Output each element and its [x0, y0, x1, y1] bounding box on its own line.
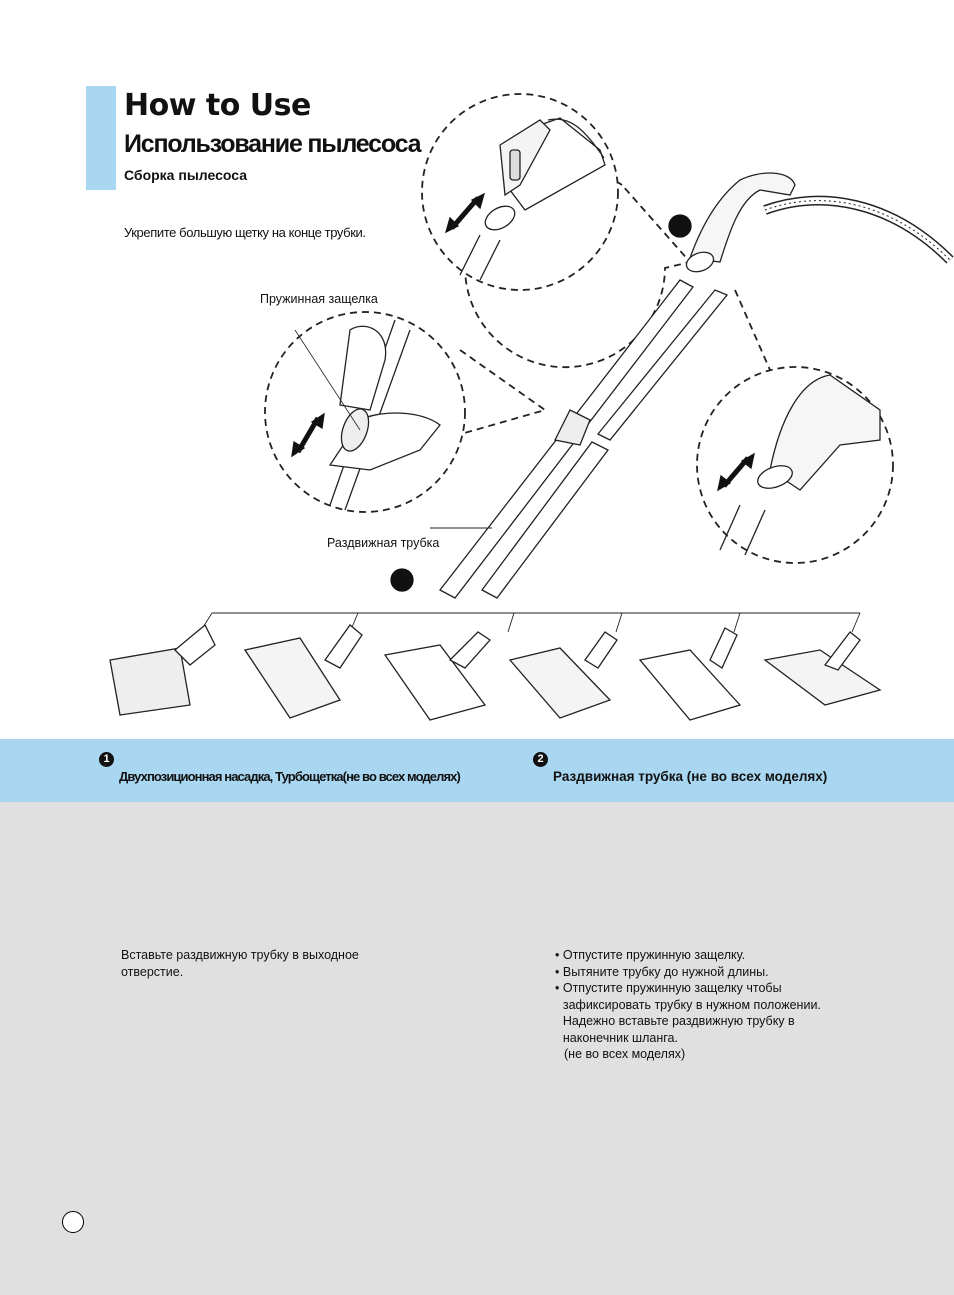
step-2-note: (не во всех моделях) — [555, 1046, 885, 1063]
step-number-1: 1 — [99, 752, 114, 767]
hose-handle-drawing — [684, 173, 950, 275]
step-1-heading: Двухпозиционная насадка, Турбощетка(не в… — [119, 769, 460, 784]
step-1-text: Вставьте раздвижную трубку в выходное от… — [121, 947, 421, 980]
bullet-item: • Вытяните трубку до нужной длины. — [555, 964, 885, 981]
floor-brush-drawing — [385, 632, 490, 720]
assembly-illustration — [0, 0, 954, 739]
hard-floor-nozzle-drawing — [640, 628, 740, 720]
step-2-heading: Раздвижная трубка (не во всех моделях) — [553, 769, 827, 784]
bullet-item: • Отпустите пружинную защелку чтобы зафи… — [555, 980, 885, 1046]
hose-connection-callout — [697, 290, 893, 563]
parquet-brush-drawing — [765, 632, 880, 705]
bullet-item: • Отпустите пружинную защелку. — [555, 947, 885, 964]
carpet-brush-drawing — [510, 632, 617, 718]
two-position-nozzle-drawing — [245, 625, 362, 718]
telescopic-tube-label: Раздвижная трубка — [327, 536, 439, 550]
turbo-brush-drawing — [110, 625, 215, 715]
spring-latch-label: Пружинная защелка — [260, 292, 378, 306]
page-number-circle — [62, 1211, 84, 1233]
nozzles-row — [110, 613, 880, 720]
step-number-2: 2 — [533, 752, 548, 767]
step-2-bullets: • Отпустите пружинную защелку. • Вытянит… — [555, 947, 885, 1063]
